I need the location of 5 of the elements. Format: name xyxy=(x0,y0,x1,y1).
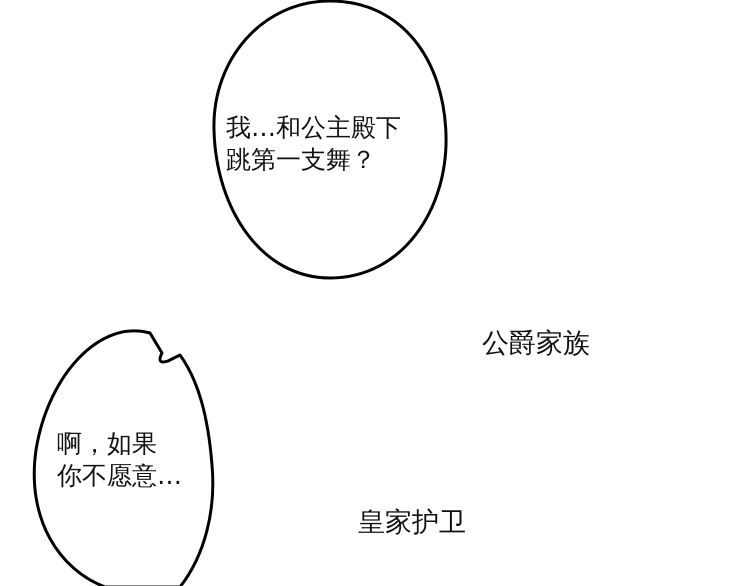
speech-text: 啊，如果你不愿意… xyxy=(57,428,183,492)
speech-bubble xyxy=(212,0,448,279)
speech-text: 我…和公主殿下跳第一支舞？ xyxy=(226,112,402,176)
caption-text: 公爵家族 xyxy=(482,328,590,360)
caption-text: 皇家护卫 xyxy=(358,507,466,539)
